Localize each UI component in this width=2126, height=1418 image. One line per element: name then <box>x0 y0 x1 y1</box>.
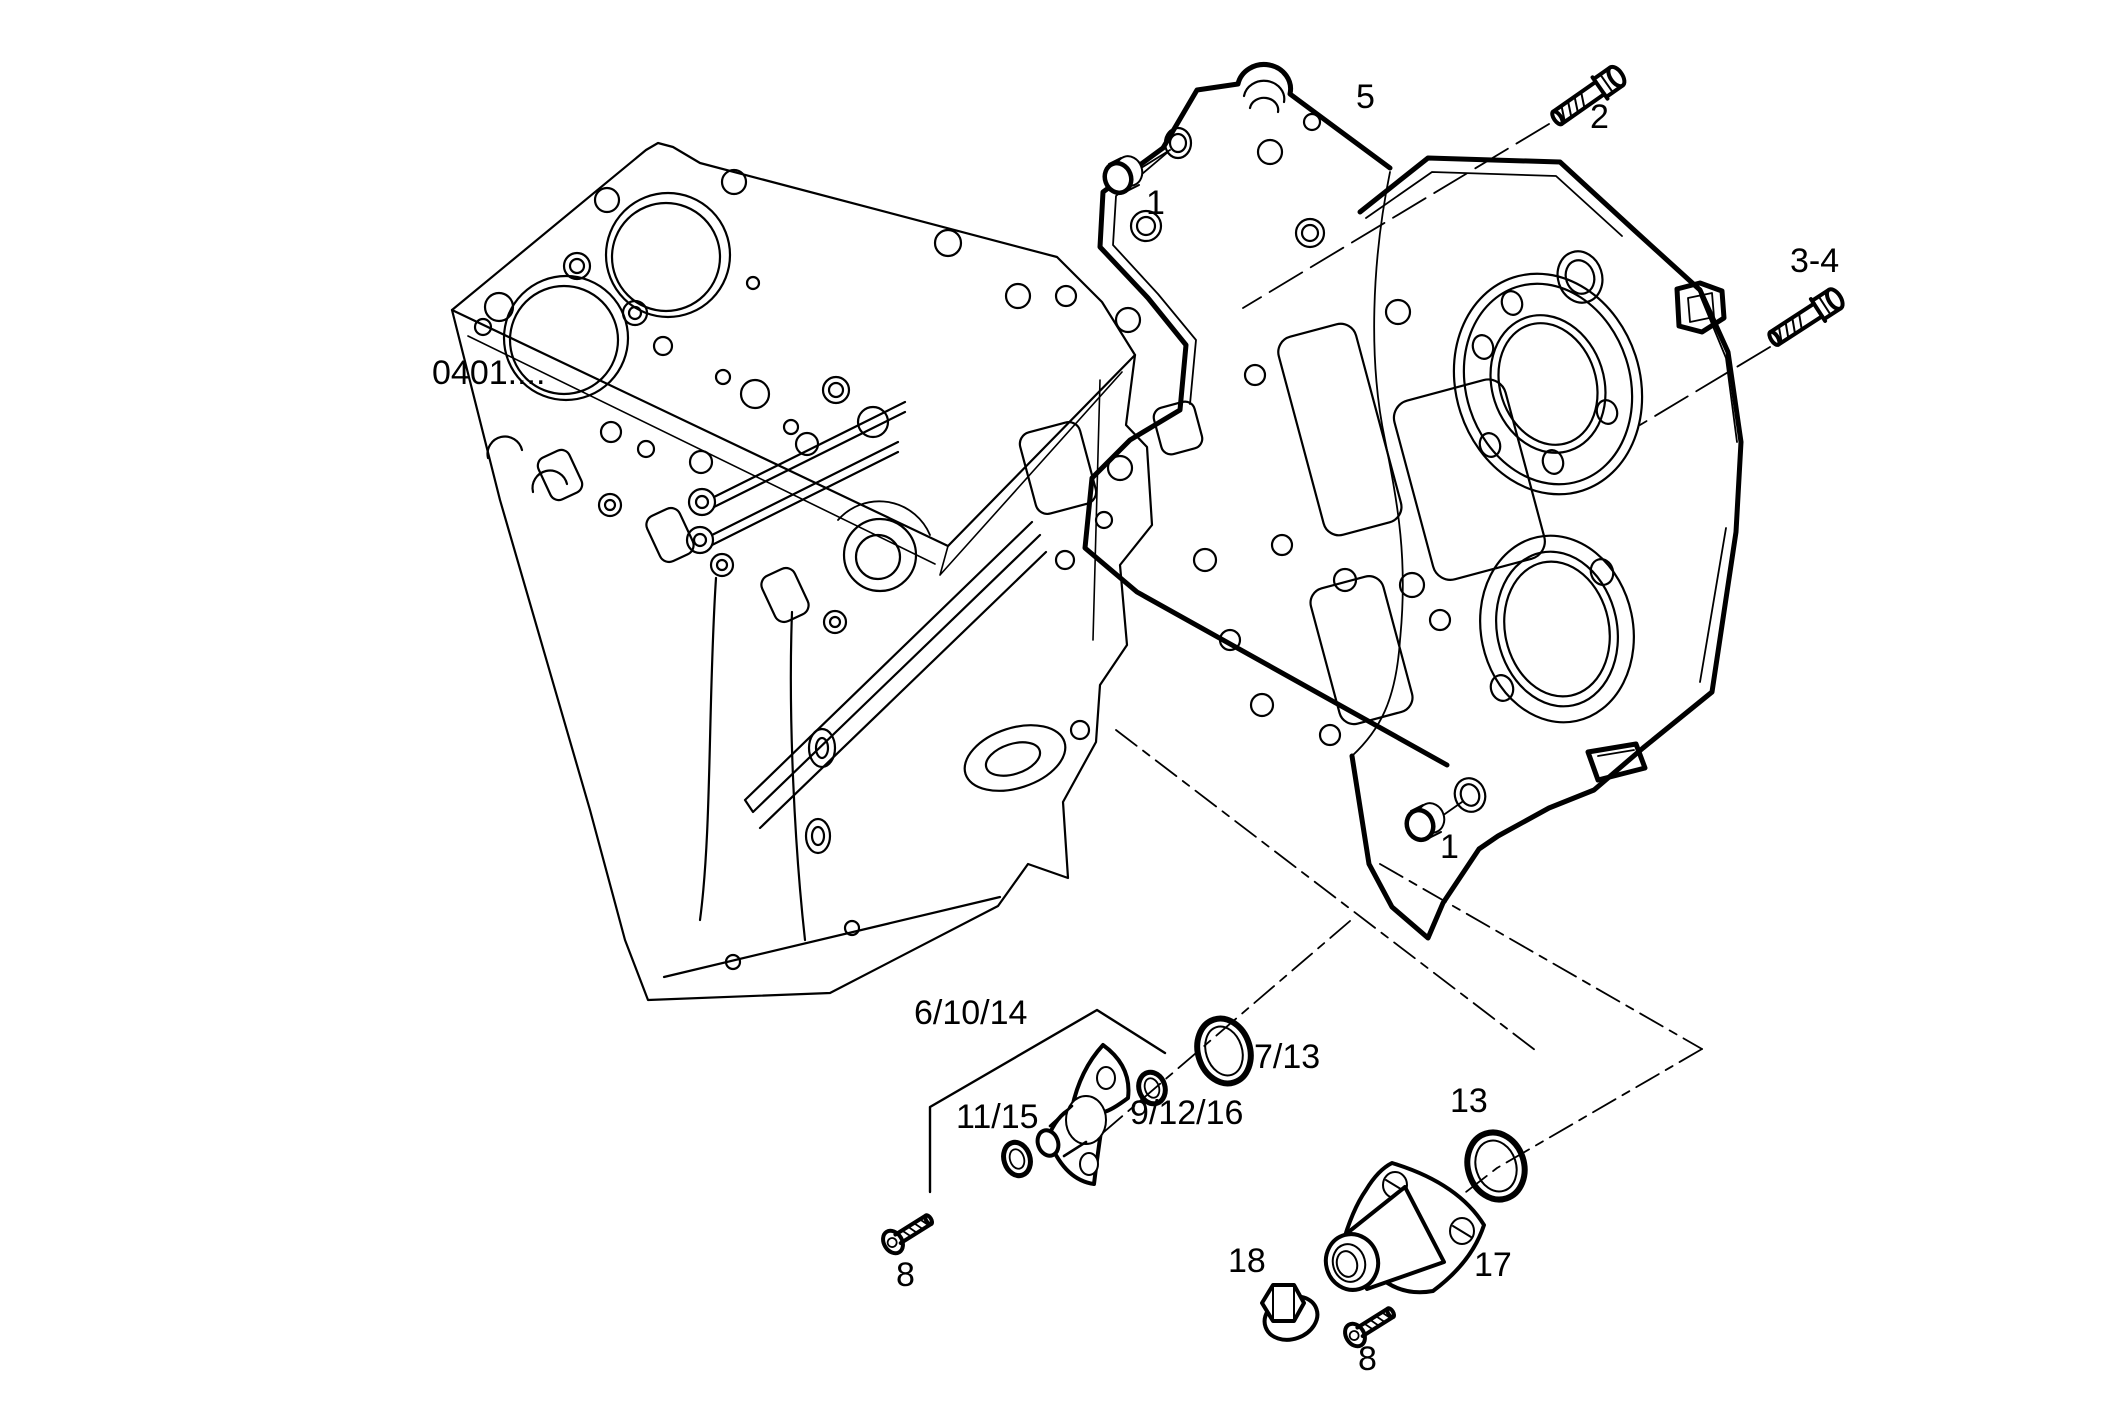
o-ring-13 <box>1464 1129 1528 1203</box>
hex-plug-18 <box>1260 1283 1320 1342</box>
bolt-3-4 <box>1767 287 1845 347</box>
o-ring-7-13 <box>1194 1015 1254 1087</box>
engine-block-drawing <box>450 141 1154 1002</box>
bolt-2 <box>1550 64 1627 127</box>
timing-case-plate-drawing <box>1082 62 1546 768</box>
union-flange-6-10-14 <box>1035 1043 1131 1186</box>
screw-8-left <box>881 1213 935 1256</box>
o-ring-9-12-16 <box>1136 1069 1168 1107</box>
cup-plug-top <box>1102 155 1144 196</box>
flanged-sleeve-17 <box>1323 1161 1486 1295</box>
timing-case-cover-drawing <box>1349 155 1744 941</box>
cup-plug-bottom <box>1404 802 1446 843</box>
screw-8-right <box>1343 1306 1397 1349</box>
o-ring-11-15 <box>1001 1139 1033 1179</box>
